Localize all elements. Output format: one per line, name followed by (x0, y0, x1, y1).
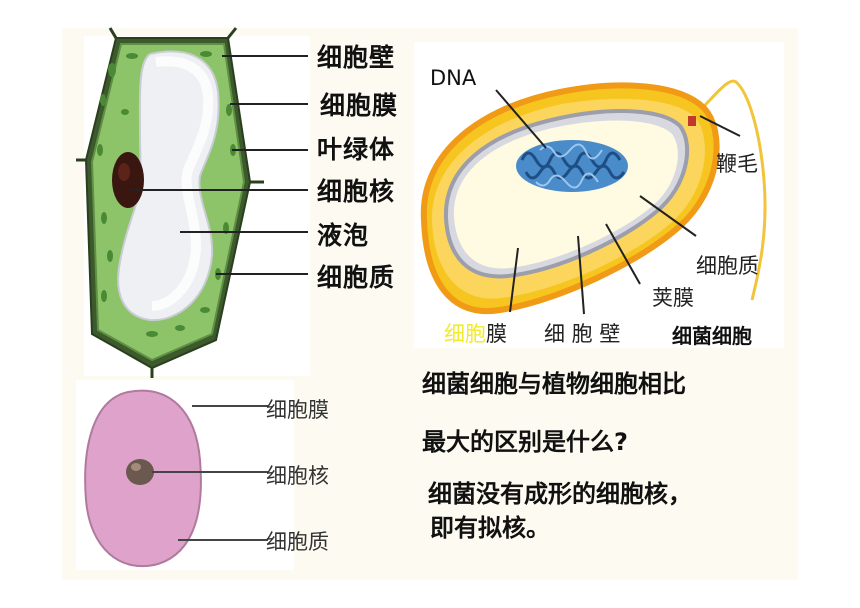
answer-line-2: 即有拟核。 (430, 514, 550, 542)
label-nucleus: 细胞核 (317, 177, 396, 206)
label-animal-cytoplasm: 细胞质 (266, 530, 329, 554)
label-cytoplasm: 细胞质 (317, 263, 396, 292)
plant-leader-lines (130, 55, 308, 275)
label-vacuole: 液泡 (317, 221, 370, 250)
label-bacteria-cell-wall: 细 胞 壁 (544, 322, 621, 346)
label-flagellum: 鞭毛 (716, 152, 758, 176)
label-capsule: 荚膜 (652, 286, 694, 310)
animal-nucleus (126, 459, 154, 485)
label-membrane-rest: 膜 (486, 322, 507, 346)
bacteria-leader-lines (495, 89, 741, 315)
question-line-2: 最大的区别是什么? (422, 428, 628, 456)
label-bacteria-membrane: 细胞膜 (444, 318, 507, 348)
question-line-1: 细菌细胞与植物细胞相比 (422, 370, 686, 398)
label-bacteria-cytoplasm: 细胞质 (696, 254, 759, 278)
answer-line-1: 细菌没有成形的细胞核， (428, 480, 692, 508)
flagellum (690, 79, 767, 301)
dna-nucleoid (516, 140, 628, 192)
label-membrane-highlight: 细胞 (444, 322, 486, 346)
label-cell-wall: 细胞壁 (317, 43, 396, 72)
label-dna: DNA (430, 66, 477, 90)
label-bacteria-caption: 细菌细胞 (672, 324, 752, 348)
animal-leader-lines (152, 405, 268, 541)
label-animal-nucleus: 细胞核 (266, 464, 329, 488)
label-cell-membrane: 细胞膜 (320, 91, 399, 120)
label-animal-membrane: 细胞膜 (266, 398, 329, 422)
label-chloroplast: 叶绿体 (317, 135, 396, 164)
